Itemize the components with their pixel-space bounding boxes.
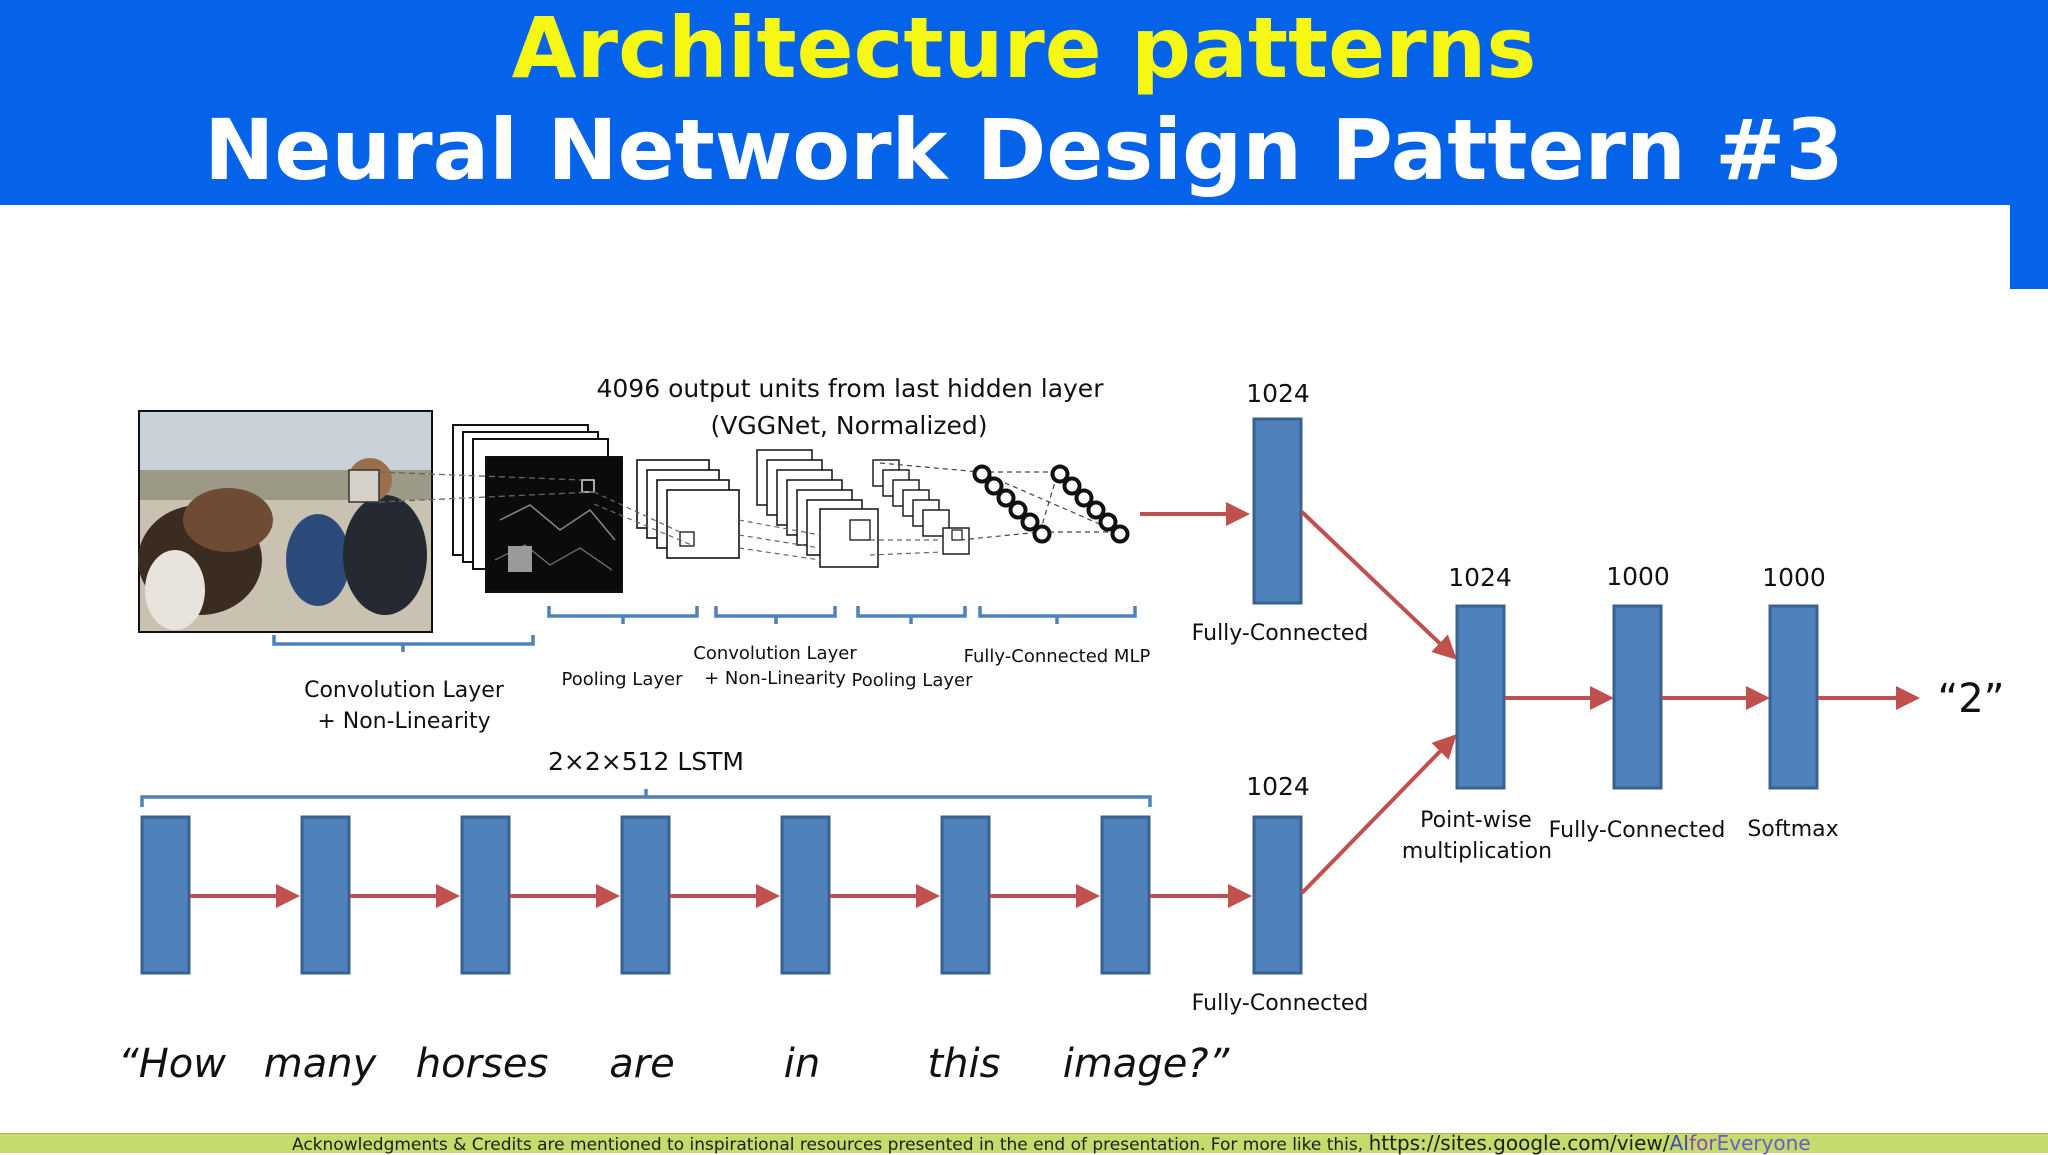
fc-bottom-block [1252,815,1303,975]
pool-label-2: Pooling Layer [852,670,974,691]
question-word: horses [416,1041,549,1087]
bracket-conv1 [272,635,535,652]
fc-top-label: Fully-Connected [1192,621,1369,646]
footer-link-for[interactable]: for [1689,1131,1717,1155]
question-word: in [784,1041,820,1087]
input-photo [138,410,433,633]
conv-label-line2: + Non-Linearity [317,709,490,734]
side-accent-tab [2010,205,2048,289]
question-word: this [928,1041,1001,1087]
softmax-block [1768,604,1819,790]
conv-feature-maps-2 [738,449,879,568]
lstm-cells [140,815,1151,975]
conv-feature-maps [378,424,623,593]
pointwise-size: 1024 [1448,563,1512,592]
fc-bottom-size: 1024 [1246,772,1310,801]
footer-link[interactable]: https://sites.google.com/view/AIforEvery… [1369,1131,1811,1155]
pooling-maps-1 [593,459,740,559]
pointwise-label-line2: multiplication [1402,839,1552,864]
arrow-fc-bottom-to-pointwise [1300,734,1457,895]
question-word: image?” [1063,1041,1230,1087]
mlp-label: Fully-Connected MLP [964,646,1151,667]
title-banner: Architecture patterns Neural Network Des… [0,0,2048,205]
cnn-brackets [140,606,1152,807]
lstm-cell [940,815,991,975]
lstm-cell [780,815,831,975]
softmax-size: 1000 [1762,563,1826,592]
conv2-label-line2: + Non-Linearity [704,668,846,689]
question-word: many [264,1041,378,1087]
fc-bottom-label: Fully-Connected [1192,991,1369,1016]
bracket-lstm [140,789,1152,807]
lstm-cell [300,815,351,975]
lstm-cell [1100,815,1151,975]
conv-label-line1: Convolution Layer [304,678,505,703]
question-word: “How [118,1041,226,1087]
fc-top-size: 1024 [1246,379,1310,408]
question-words: “How many horses are in this image?” [118,1041,1230,1087]
slide-subtitle: Neural Network Design Pattern #3 [204,101,1844,199]
pointwise-block [1455,604,1506,790]
footer-link-everyone[interactable]: Everyone [1716,1131,1811,1155]
cnn-caption-line1: 4096 output units from last hidden layer [597,374,1105,403]
footer-link-ai[interactable]: AI [1669,1131,1690,1155]
footer-credits: Acknowledgments & Credits are mentioned … [292,1131,1811,1155]
pooling-maps-2 [869,459,970,556]
slide-title: Architecture patterns [511,0,1537,97]
footer-credits-text: Acknowledgments & Credits are mentioned … [292,1135,1369,1155]
fc-top-block [1252,417,1303,605]
bracket-pool2 [856,606,967,624]
pool-label-1: Pooling Layer [562,669,684,690]
fc-final-label: Fully-Connected [1549,818,1726,843]
cnn-caption-line2: (VGGNet, Normalized) [711,411,988,440]
lstm-cell [140,815,191,975]
softmax-label: Softmax [1747,817,1838,842]
fc-final-block [1612,604,1663,790]
footer-bar: Acknowledgments & Credits are mentioned … [0,1131,2048,1155]
bracket-pool1 [547,606,699,624]
bracket-conv2 [714,606,837,624]
output-answer: “2” [1938,676,2005,722]
lstm-cell [620,815,671,975]
bracket-mlp [978,606,1137,624]
mlp-neurons [879,462,1130,544]
pointwise-label-line1: Point-wise [1420,808,1532,833]
question-word: are [609,1041,675,1087]
footer-link-prefix[interactable]: https://sites.google.com/view/ [1368,1131,1670,1155]
arrow-fc-top-to-pointwise [1300,510,1457,660]
conv2-label-line1: Convolution Layer [693,643,857,664]
lstm-label: 2×2×512 LSTM [548,747,744,776]
fc-final-size: 1000 [1606,562,1670,591]
lstm-cell [460,815,511,975]
